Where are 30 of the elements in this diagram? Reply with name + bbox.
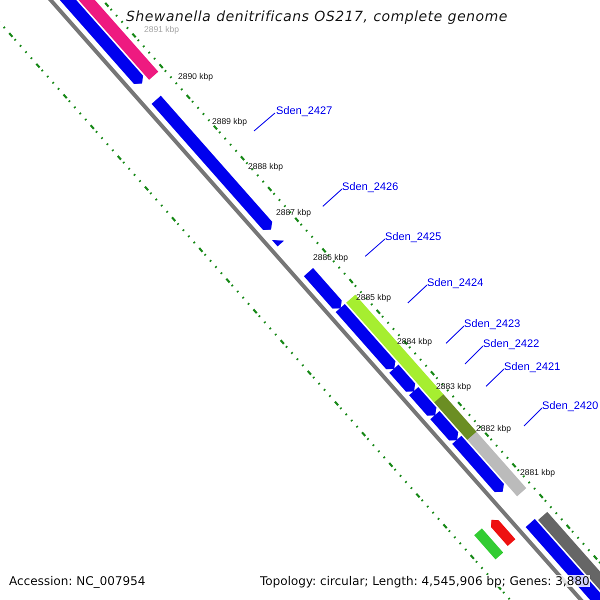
gene-label: Sden_2420 xyxy=(542,401,598,412)
map-title: Shewanella denitrificans OS217, complete genome xyxy=(126,10,508,24)
gene-label: Sden_2424 xyxy=(427,278,484,289)
leader-line xyxy=(524,408,542,426)
accession-text: Accession: NC_007954 xyxy=(9,575,146,587)
gene-label: Sden_2423 xyxy=(464,319,520,330)
gene-label: Sden_2422 xyxy=(483,339,540,350)
leader-line xyxy=(464,346,484,364)
gene-label: Sden_2427 xyxy=(276,106,332,117)
scale-label: 2891 kbp xyxy=(144,25,179,34)
gene-label: Sden_2426 xyxy=(342,182,398,193)
scale-label: 2884 kbp xyxy=(397,337,432,346)
leader-line xyxy=(446,326,464,344)
leader-line xyxy=(486,368,504,387)
scale-label: 2887 kbp xyxy=(276,208,311,216)
genome-info-text: Topology: circular; Length: 4,545,906 bp; Genes: 3,880 xyxy=(260,575,590,587)
scale-label: 2886 kbp xyxy=(313,253,348,262)
gene-label: Sden_2425 xyxy=(385,232,442,243)
leader-line xyxy=(322,188,342,207)
leader-line xyxy=(364,238,386,257)
leader-line xyxy=(254,112,276,132)
scale-label: 2888 kbp xyxy=(248,162,283,170)
gene-label: Sden_2421 xyxy=(504,362,560,373)
leader-line xyxy=(407,284,428,304)
scale-label: 2885 kbp xyxy=(356,293,391,302)
scale-label: 2890 kbp xyxy=(178,72,213,80)
scale-label: 2883 kbp xyxy=(436,382,471,390)
scale-label: 2889 kbp xyxy=(212,117,247,126)
scale-label: 2881 kbp xyxy=(520,468,555,476)
scale-label: 2882 kbp xyxy=(476,424,511,432)
